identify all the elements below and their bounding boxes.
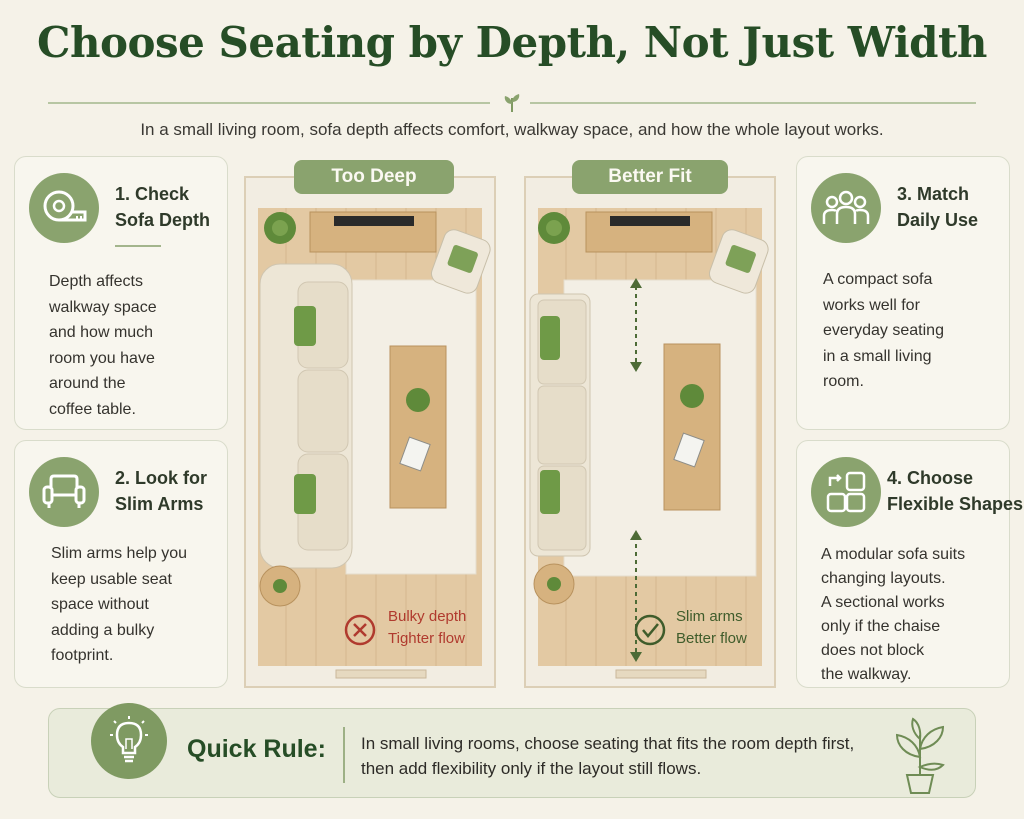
quick-rule-text: In small living rooms, choose seating th… bbox=[361, 734, 855, 778]
card-slim-arms: 2. Look for Slim Arms Slim arms help you… bbox=[14, 440, 228, 688]
card-check-depth: 1. Check Sofa Depth Depth affects walkwa… bbox=[14, 156, 228, 430]
title-divider-right bbox=[530, 102, 976, 104]
quick-rule-label: Quick Rule: bbox=[187, 735, 326, 763]
armchair-icon bbox=[29, 457, 99, 527]
label-too-deep: Too Deep bbox=[294, 160, 454, 194]
card-daily-use: 3. Match Daily Use A compact sofa works … bbox=[796, 156, 1010, 430]
quick-rule-divider bbox=[343, 727, 345, 783]
card-heading: 1. Check Sofa Depth bbox=[115, 184, 211, 230]
floor-plan-drawing bbox=[526, 178, 774, 686]
people-icon bbox=[811, 173, 881, 243]
card-rule bbox=[115, 245, 161, 247]
card-body: A compact sofa works well for everyday s… bbox=[823, 271, 944, 390]
page-subtitle: In a small living room, sofa depth affec… bbox=[140, 120, 884, 139]
lightbulb-icon bbox=[91, 703, 167, 779]
page-title: Choose Seating by Depth, Not Just Width bbox=[37, 18, 987, 67]
card-body: Depth affects walkway space and how much… bbox=[49, 273, 157, 418]
verdict-too-deep: Bulky depth Tighter flow bbox=[388, 608, 467, 647]
tape-measure-icon bbox=[29, 173, 99, 243]
card-heading: 3. Match Daily Use bbox=[897, 184, 979, 230]
modular-blocks-icon bbox=[811, 457, 881, 527]
card-heading: 4. Choose Flexible Shapes bbox=[887, 468, 1024, 514]
floor-plan-better-fit bbox=[524, 176, 776, 688]
quick-rule-banner: Quick Rule: In small living rooms, choos… bbox=[48, 703, 976, 798]
title-divider-left bbox=[48, 102, 490, 104]
potted-plant-icon bbox=[895, 717, 945, 794]
floor-plan-drawing bbox=[246, 178, 494, 686]
label-better-fit: Better Fit bbox=[572, 160, 728, 194]
floor-plan-too-deep bbox=[244, 176, 496, 688]
sprig-icon bbox=[504, 94, 520, 112]
verdict-better-fit: Slim arms Better flow bbox=[676, 608, 747, 647]
card-body: A modular sofa suits changing layouts. A… bbox=[821, 546, 966, 683]
card-body: Slim arms help you keep usable seat spac… bbox=[51, 545, 188, 664]
card-flexible-shapes: 4. Choose Flexible Shapes A modular sofa… bbox=[796, 440, 1024, 688]
card-heading: 2. Look for Slim Arms bbox=[115, 468, 208, 514]
